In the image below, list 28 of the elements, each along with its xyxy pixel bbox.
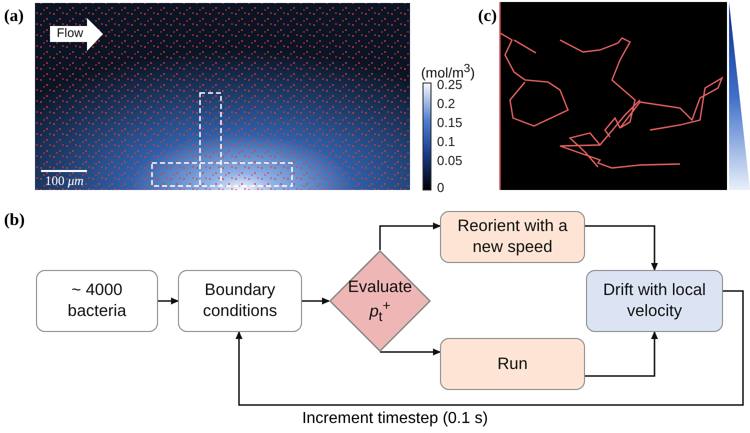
tick-label: 0.15 [437,115,462,130]
arrow [158,298,179,304]
node-text: ~ 4000 bacteria [66,280,128,322]
tick-label: 0.1 [437,134,456,149]
node-text: Drift with local velocity [602,280,707,322]
process-box [178,270,302,332]
arrow [585,225,658,271]
arrow [236,290,744,406]
arrow [585,331,658,377]
node-text: Boundary conditions [202,280,278,322]
step-box [586,270,723,332]
arrow [379,348,441,356]
tick-label: 0.05 [437,153,462,168]
panel-label: (b) [4,210,25,230]
arrow-label: Flow [56,26,84,40]
arrow [302,298,330,304]
decision-diamond [329,250,431,352]
arrow [379,222,441,250]
node-text: Reorient with a new speed [456,216,569,258]
step-box [440,211,585,263]
process-box [36,270,158,332]
panel-label: (c) [478,6,497,26]
step-box [440,338,585,390]
tick-label: 0.2 [437,96,456,111]
panel-label: (a) [4,6,24,26]
scale-label: 100 μm [45,173,84,189]
node-text: Run [496,354,529,374]
tick-label: 0 [437,180,444,195]
